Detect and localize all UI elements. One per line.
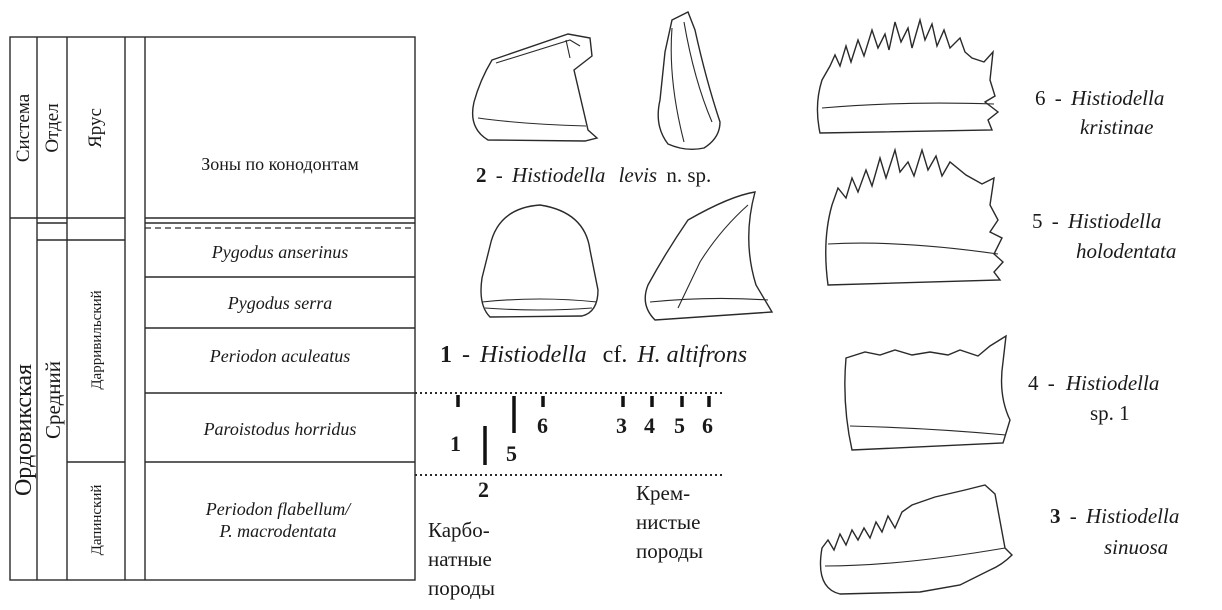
zone-paroistodus-horridus: Paroistodus horridus — [203, 419, 357, 439]
carbonate-num-5: 5 — [506, 441, 517, 466]
carbonate-num-1: 1 — [450, 431, 461, 456]
caption-3-species: sinuosa — [1104, 535, 1168, 559]
carbonate-num-6: 6 — [537, 413, 548, 438]
svg-text:нистые: нистые — [636, 510, 700, 534]
zone-p-macrodentata: P. macrodentata — [219, 521, 337, 541]
caption-5-species: holodentata — [1076, 239, 1176, 263]
header-stage: Ярус — [85, 108, 106, 148]
conodont-6-drawing — [817, 20, 998, 133]
header-system: Система — [13, 93, 34, 162]
zone-periodon-flabellum: Periodon flabellum/ — [205, 499, 352, 519]
siliceous-rocks-label: Крем- нистые породы — [636, 481, 703, 563]
siliceous-num-6: 6 — [702, 413, 713, 438]
svg-text:натные: натные — [428, 547, 492, 571]
conodont-1-lateral-drawing — [645, 192, 772, 320]
caption-4-species: sp. 1 — [1090, 401, 1130, 425]
conodont-5-drawing — [826, 150, 1003, 285]
caption-6-species: kristinae — [1080, 115, 1154, 139]
conodont-4-drawing — [845, 336, 1010, 450]
caption-4: 4 - Histiodella — [1028, 371, 1159, 395]
zone-pygodus-anserinus: Pygodus anserinus — [211, 242, 349, 262]
zone-pygodus-serra: Pygodus serra — [227, 293, 333, 313]
siliceous-num-3: 3 — [616, 413, 627, 438]
conodont-2-lateral-drawing — [473, 34, 597, 141]
header-series: Отдел — [42, 103, 63, 153]
caption-6: 6 - Histiodella — [1035, 86, 1164, 110]
system-value: Ордовикская — [11, 364, 37, 496]
carbonate-rocks-label: Карбо- натные породы — [428, 518, 495, 600]
stage-darriwilian: Дарривильский — [89, 290, 105, 389]
conodont-1-oral-drawing — [481, 205, 598, 317]
svg-text:породы: породы — [428, 576, 495, 600]
conodont-3-drawing — [820, 485, 1012, 594]
svg-text:породы: породы — [636, 539, 703, 563]
carbonate-num-2: 2 — [478, 477, 489, 502]
zone-periodon-aculeatus: Periodon aculeatus — [209, 346, 350, 366]
caption-2: 2 - Histiodella levis n. sp. — [476, 163, 711, 187]
siliceous-num-4: 4 — [644, 413, 655, 438]
stratigraphic-table: Система Отдел Ярус Зоны по конодонтам Ор… — [10, 37, 415, 580]
conodont-2-oral-drawing — [658, 12, 720, 149]
caption-1: 1 - Histiodella cf. H. altifrons — [440, 342, 747, 368]
stage-dapingian: Дапинский — [89, 485, 105, 556]
series-value: Средний — [41, 361, 65, 439]
occurrence-chart: 1 5 6 2 3 4 5 6 Карбо- натные породы Кре… — [415, 393, 722, 600]
svg-text:Карбо-: Карбо- — [428, 518, 490, 542]
header-zones: Зоны по конодонтам — [201, 154, 359, 174]
caption-5: 5 - Histiodella — [1032, 209, 1161, 233]
caption-3: 3 - Histiodella — [1050, 504, 1179, 528]
siliceous-num-5: 5 — [674, 413, 685, 438]
svg-text:Крем-: Крем- — [636, 481, 690, 505]
